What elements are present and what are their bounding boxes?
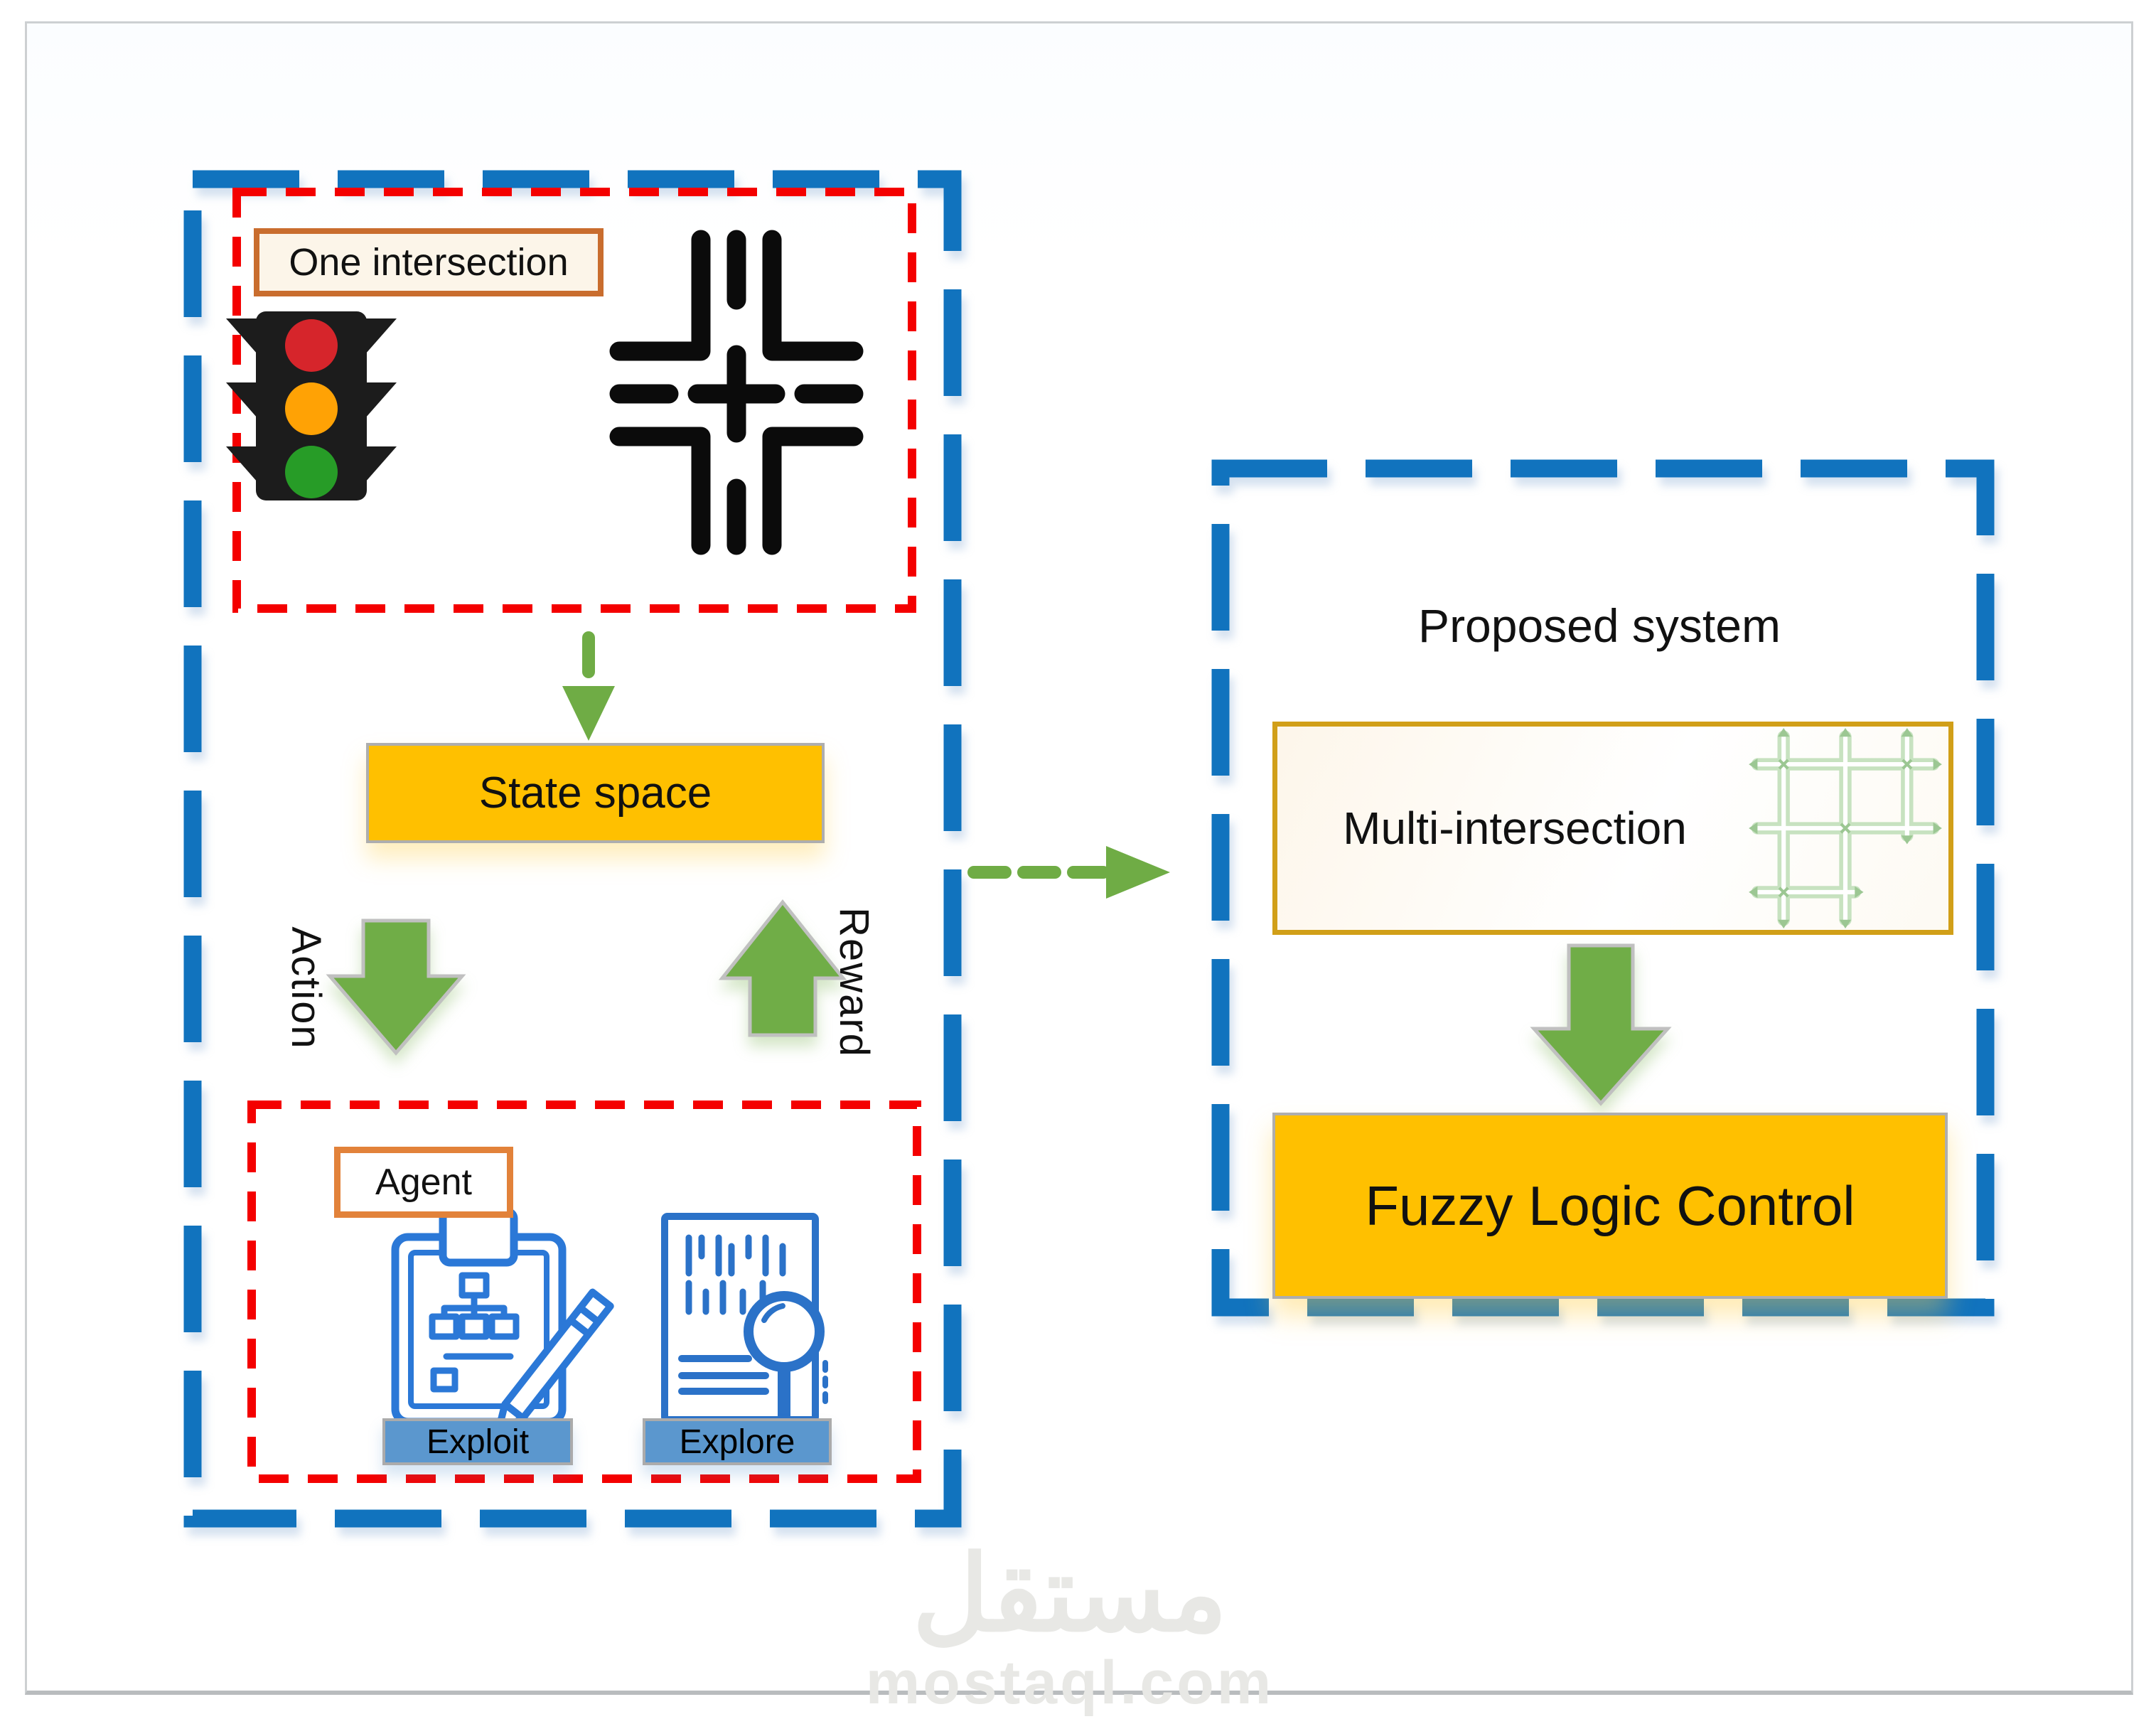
fuzzy-logic-control-box: Fuzzy Logic Control <box>1272 1113 1948 1299</box>
reward-block-arrow-up <box>718 899 847 1037</box>
multi-intersection-text: Multi-intersection <box>1343 803 1687 854</box>
explore-badge-text: Explore <box>679 1423 795 1461</box>
multi-intersection-grid-icon <box>1745 727 1946 930</box>
multi-intersection-box: Multi-intersection <box>1272 722 1953 935</box>
explore-document-magnifier-icon <box>661 1213 828 1432</box>
multi-to-fuzzy-block-arrow-down <box>1530 943 1672 1106</box>
exploit-badge-text: Exploit <box>426 1423 530 1461</box>
traffic-light-icon <box>226 311 397 500</box>
left-to-right-dashed-arrow <box>967 846 1170 899</box>
exploit-badge: Exploit <box>382 1418 573 1465</box>
one-intersection-dashed-border <box>232 188 916 613</box>
state-space-text: State space <box>478 769 712 818</box>
proposed-system-title: Proposed system <box>1368 597 1830 654</box>
one-intersection-label-text: One intersection <box>289 241 569 284</box>
agent-label-text: Agent <box>375 1162 472 1203</box>
left-group-dashed-border <box>183 170 962 1528</box>
action-block-arrow-down <box>326 919 466 1056</box>
exploit-clipboard-pencil-icon <box>391 1207 614 1435</box>
action-label-text: Action <box>283 926 330 1050</box>
fuzzy-logic-control-text: Fuzzy Logic Control <box>1365 1174 1855 1237</box>
state-space-box: State space <box>366 743 825 843</box>
proposed-system-title-text: Proposed system <box>1418 599 1781 652</box>
single-intersection-roads-icon <box>609 230 864 555</box>
one-intersection-label: One intersection <box>254 228 604 296</box>
state-input-dashed-arrow-down <box>562 631 615 741</box>
agent-dashed-border <box>247 1101 921 1483</box>
reward-label: Reward <box>831 901 878 1064</box>
reward-label-text: Reward <box>831 907 878 1058</box>
action-label: Action <box>283 910 330 1066</box>
right-group-dashed-border <box>1211 459 1995 1317</box>
explore-badge: Explore <box>643 1418 832 1465</box>
agent-label: Agent <box>334 1147 513 1218</box>
